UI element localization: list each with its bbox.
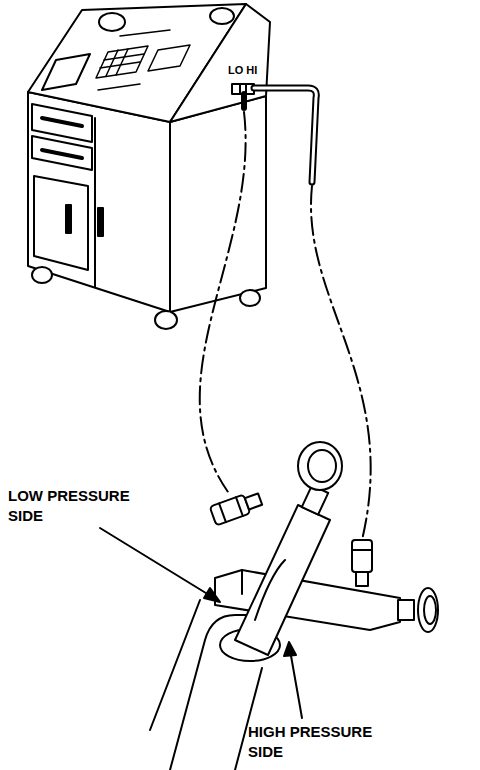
port-label: LO HI: [228, 64, 288, 77]
caster-wheel: [155, 311, 177, 329]
cabinet-front: [28, 92, 170, 312]
hose-inner: [254, 88, 316, 182]
leader-line: [100, 528, 214, 598]
hose-dashed: [200, 112, 246, 492]
hose: [241, 94, 247, 108]
drawer-handle: [42, 150, 82, 158]
refrigerant-pipe: [150, 600, 200, 730]
service-block: [215, 570, 400, 630]
arrowhead: [284, 642, 296, 656]
hose: [254, 88, 316, 182]
coupler-body: [235, 505, 330, 655]
valve-stem: [398, 600, 414, 620]
caster-wheel: [240, 290, 260, 306]
part-label: LOW PRESSURE SIDE: [8, 486, 136, 526]
door-handle: [66, 205, 71, 233]
valve-knob-face: [424, 596, 436, 624]
valve-knob: [418, 588, 438, 632]
gauge: [99, 13, 125, 31]
coupler-detail: [255, 560, 285, 620]
coupler-knob-face: [308, 450, 336, 482]
leader-line: [290, 650, 302, 718]
cabinet-door: [34, 176, 88, 270]
coupler-knob: [298, 442, 342, 490]
quick-coupler: [352, 540, 372, 586]
display-screen: [42, 54, 90, 90]
drawer: [32, 136, 92, 170]
door-handle: [98, 208, 103, 236]
part-label: HIGH PRESSURE SIDE: [248, 722, 388, 762]
door-split: [94, 118, 96, 287]
caster-wheel: [32, 267, 52, 283]
console-side: [170, 4, 270, 122]
keypad: [96, 30, 190, 90]
drawer: [32, 104, 92, 142]
block-edge: [241, 570, 243, 594]
drawer-handle: [42, 118, 82, 126]
cabinet-side: [170, 96, 266, 312]
arrowhead: [204, 588, 220, 602]
quick-coupler: [210, 490, 264, 526]
gauge: [210, 8, 234, 24]
